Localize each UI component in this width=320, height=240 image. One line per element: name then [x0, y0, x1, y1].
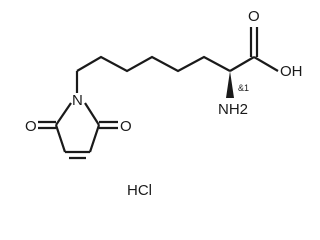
- carboxyl-group: O OH: [248, 8, 303, 80]
- amine-wedge-bond: [226, 71, 234, 98]
- carbonyl-oxygen-left-label: O: [25, 118, 37, 135]
- alpha-carboxyl-bond: [229, 56, 255, 72]
- amine-label: NH2: [218, 101, 248, 118]
- carbonyl-right: [99, 120, 118, 130]
- carboxyl-oxygen-label: O: [248, 8, 260, 25]
- carbonyl-left: [38, 120, 56, 130]
- ring-nitrogen-label: N: [72, 92, 83, 109]
- hydroxyl-label: OH: [280, 63, 303, 80]
- structure-diagram: O OH NH2 &1 N O O HCl: [25, 8, 303, 199]
- stereo-label: &1: [238, 83, 249, 93]
- carbonyl-oxygen-right-label: O: [120, 118, 132, 135]
- hcl-salt-label: HCl: [127, 182, 152, 199]
- carbon-chain: [76, 55, 231, 73]
- maleimide-ring: [54, 102, 101, 160]
